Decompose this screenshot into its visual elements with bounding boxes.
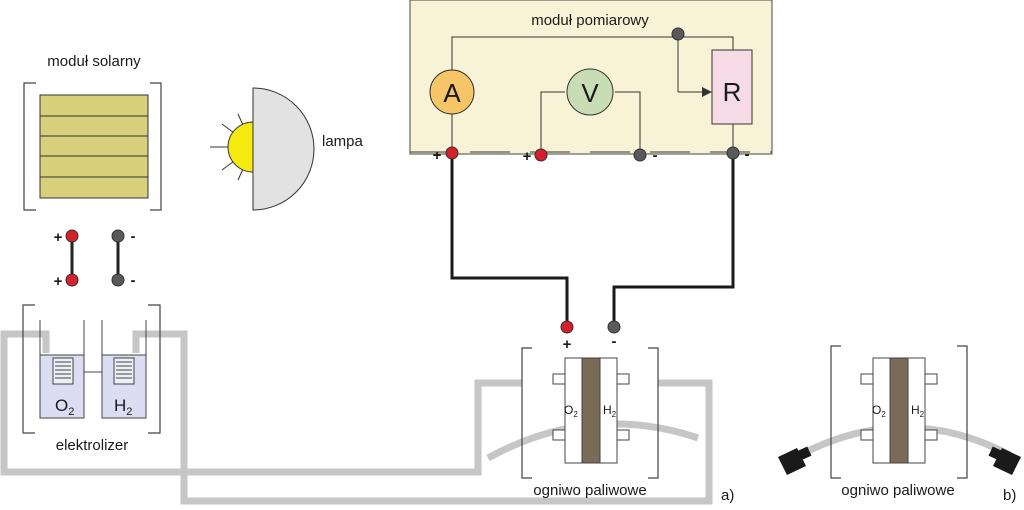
hydrogen-label: H2 [114, 396, 132, 418]
load-cables [450, 159, 735, 327]
minus-sign: - [612, 333, 617, 350]
electrolyzer-positive-terminal [65, 273, 79, 287]
tube-plug-left-icon [778, 446, 812, 475]
fuel-cell-a-membrane [581, 357, 601, 464]
fuel-cell-a-hydrogen-label: H2 [603, 403, 617, 419]
minus-sign: - [131, 272, 136, 289]
lamp-label: lampa [322, 133, 364, 150]
panel-b-label: b) [1003, 487, 1016, 504]
solar-module-label: moduł solarny [47, 53, 141, 70]
plus-sign: + [54, 273, 63, 290]
fuel-cell-a-negative-terminal [607, 320, 621, 334]
plus-sign: + [54, 229, 63, 246]
fuel-cell-a-positive-terminal [560, 320, 574, 334]
plus-sign: + [523, 148, 532, 165]
measurement-module: moduł pomiarowy A V R + + - - [409, 0, 773, 165]
module-voltmeter-positive-terminal [534, 148, 548, 162]
positive-cable [450, 159, 569, 327]
oxygen-tube [0, 330, 522, 476]
lamp-bulb [227, 121, 254, 173]
electrolyzer-label: elektrolizer [56, 437, 129, 454]
lamp-shade [252, 87, 315, 211]
fuel-cell-b-housing [830, 345, 968, 479]
fuel-cell-a-oxygen-label: O2 [564, 403, 578, 419]
gas-tubes [0, 330, 1012, 505]
fuel-cell-a: O2 H2 + - ogniwo paliwowe a) [521, 320, 734, 504]
solar-cell-panel [39, 94, 149, 199]
electrolyzer: O2 H2 elektrolizer [22, 304, 161, 454]
hydrogen-tube [132, 330, 713, 505]
wiper-junction [671, 27, 685, 41]
solar-module-housing [23, 82, 162, 211]
lamp: lampa [210, 87, 364, 211]
plus-sign: + [563, 336, 572, 353]
electrolyzer-negative-terminal [111, 273, 125, 287]
fuel-cell-b-hydrogen-label: H2 [911, 403, 925, 419]
voltmeter [566, 68, 614, 116]
solar-module: moduł solarny [23, 53, 162, 211]
solar-positive-terminal [65, 229, 79, 243]
voltmeter-symbol: V [581, 78, 599, 108]
oxygen-label: O2 [55, 396, 74, 418]
tube-plug-right-icon [988, 446, 1021, 475]
module-voltmeter-negative-terminal [633, 148, 647, 162]
resistor [711, 49, 753, 125]
negative-cable [612, 159, 735, 327]
ammeter-symbol: A [443, 78, 461, 108]
minus-sign: - [745, 146, 750, 163]
fuel-cell-b: O2 H2 ogniwo paliwowe b) [778, 345, 1021, 504]
solar-connectors: + + - - [54, 228, 136, 290]
electrolyzer-housing [22, 304, 161, 434]
wiper-arrow-icon [702, 87, 712, 97]
resistor-symbol: R [723, 77, 742, 107]
panel-a-label: a) [721, 487, 734, 504]
solar-negative-terminal [111, 229, 125, 243]
ammeter [429, 69, 475, 115]
module-resistor-negative-terminal [726, 146, 740, 160]
measurement-module-label: moduł pomiarowy [531, 12, 649, 29]
plus-sign: + [433, 147, 442, 164]
fuel-cell-a-label: ogniwo paliwowe [533, 482, 646, 499]
minus-sign: - [653, 147, 658, 164]
fuel-cell-a-housing [521, 347, 659, 479]
module-ammeter-positive-terminal [445, 146, 459, 160]
fuel-cell-b-label: ogniwo paliwowe [841, 482, 954, 499]
fuel-cell-b-oxygen-label: O2 [872, 403, 886, 419]
fuel-cell-b-membrane [889, 357, 909, 464]
minus-sign: - [131, 228, 136, 245]
